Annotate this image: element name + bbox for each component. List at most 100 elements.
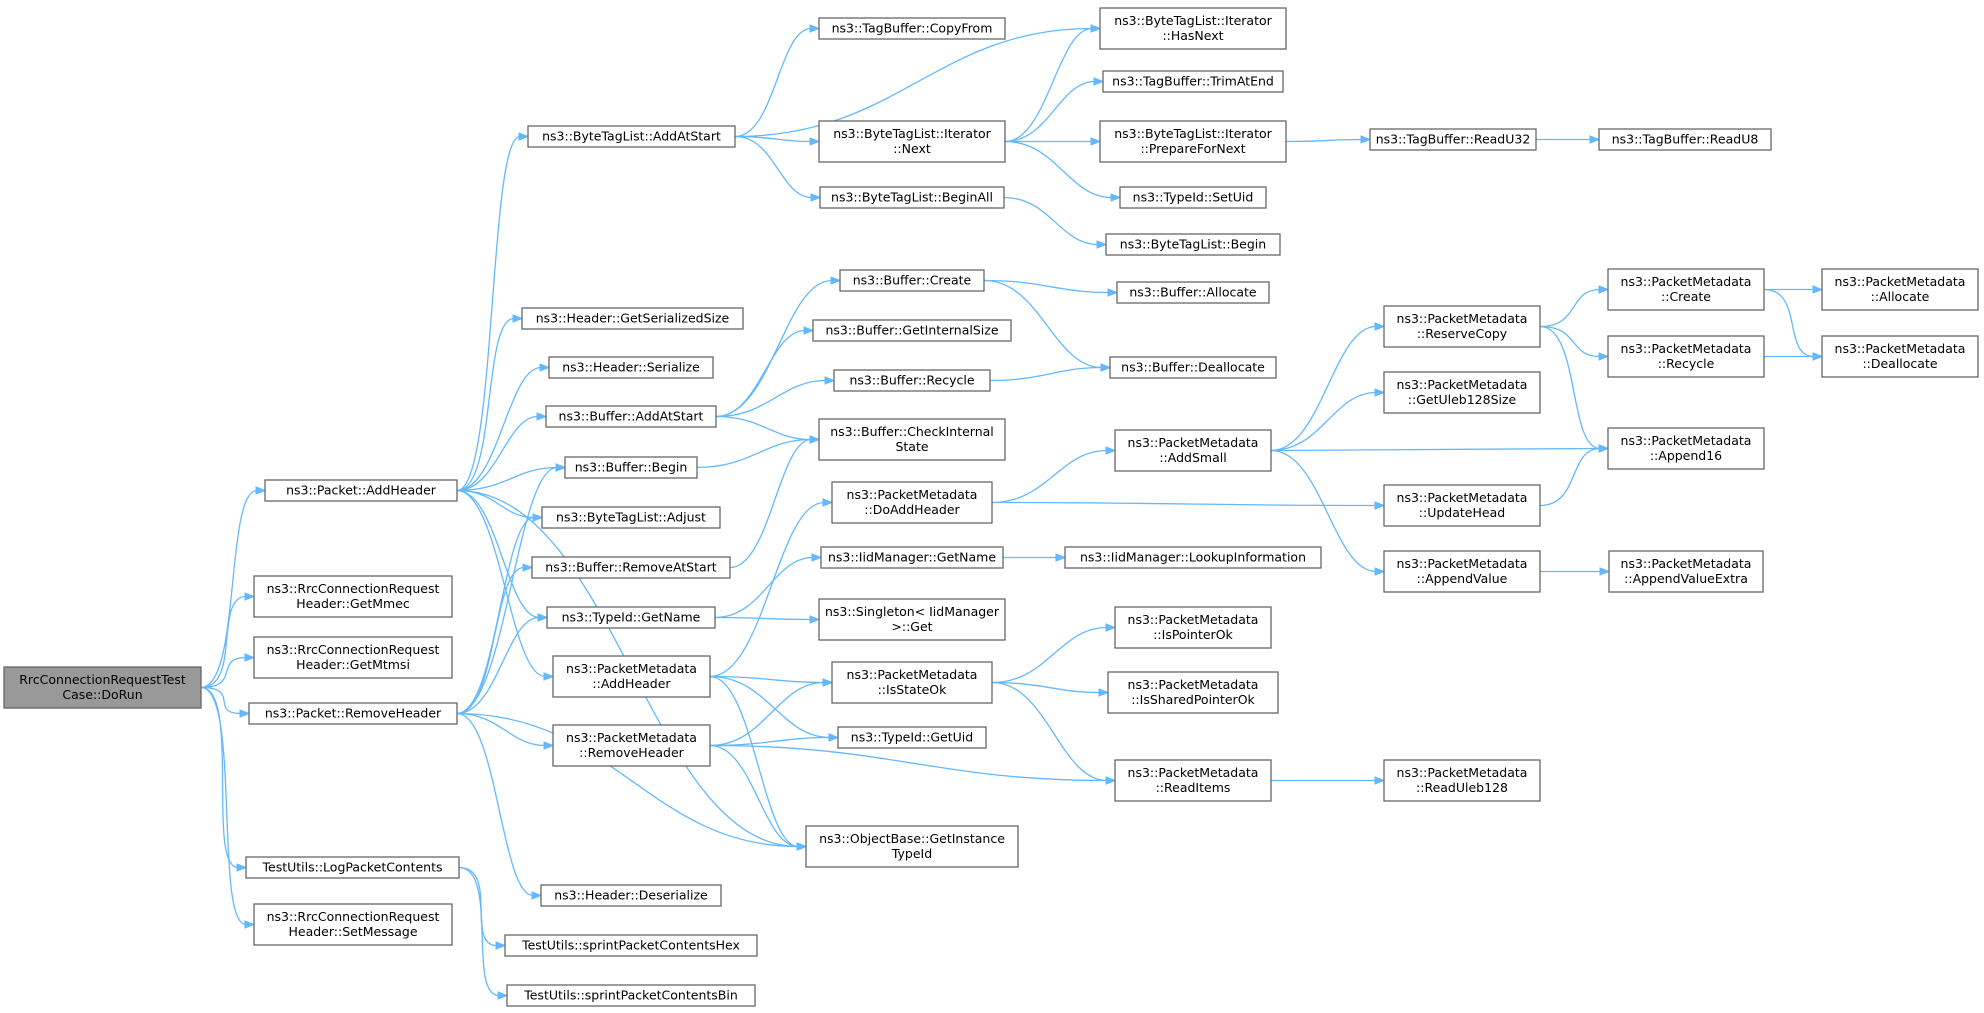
edge-arrowhead-n1-n9 <box>539 363 551 372</box>
function-node[interactable]: ns3::ByteTagList::Adjust <box>541 506 721 529</box>
function-node[interactable]: ns3::IidManager::GetName <box>820 546 1004 569</box>
function-node[interactable]: ns3::ByteTagList::AddAtStart <box>527 125 736 148</box>
function-node[interactable]: ns3::TagBuffer::TrimAtEnd <box>1102 70 1284 93</box>
edge-arrowhead-n10-n25 <box>824 376 836 385</box>
function-node[interactable]: ns3::Buffer::Deallocate <box>1109 356 1277 379</box>
node-label-line: ns3::PacketMetadata <box>1835 341 1966 356</box>
edge-arrowhead-n1-n7 <box>518 132 530 141</box>
node-box <box>818 418 1006 461</box>
edge-n40-n49 <box>1270 449 1377 573</box>
node-label-line: ns3::TagBuffer::CopyFrom <box>832 21 993 36</box>
function-node[interactable]: ns3::PacketMetadata::DoAddHeader <box>831 481 993 524</box>
node-box <box>1383 305 1541 348</box>
function-node[interactable]: ns3::TypeId::GetUid <box>837 726 987 749</box>
node-label-line: ns3::IidManager::GetName <box>828 550 996 565</box>
function-node[interactable]: ns3::IidManager::LookupInformation <box>1064 546 1322 569</box>
function-node[interactable]: ns3::RrcConnectionRequestHeader::GetMtms… <box>253 636 453 679</box>
function-node[interactable]: ns3::PacketMetadata::AppendValueExtra <box>1608 550 1764 593</box>
function-node[interactable]: ns3::ByteTagList::Iterator::HasNext <box>1099 7 1287 50</box>
function-node[interactable]: ns3::PacketMetadata::RemoveHeader <box>552 724 711 767</box>
function-node[interactable]: TestUtils::LogPacketContents <box>245 856 460 879</box>
node-box <box>521 307 744 330</box>
function-node[interactable]: ns3::ByteTagList::Iterator::Next <box>818 120 1006 163</box>
edge-n15-n31 <box>709 675 831 739</box>
edge-n0-n3 <box>200 656 247 689</box>
edge-arrowhead-n4-n12 <box>532 513 544 522</box>
function-node[interactable]: ns3::Packet::RemoveHeader <box>248 702 458 725</box>
function-node[interactable]: ns3::PacketMetadata::Append16 <box>1607 427 1765 470</box>
edge-arrowhead-n16-n31 <box>828 733 840 742</box>
function-node[interactable]: ns3::TypeId::GetName <box>546 606 716 629</box>
function-node[interactable]: ns3::Buffer::Begin <box>564 456 698 479</box>
function-node[interactable]: ns3::PacketMetadata::GetUleb128Size <box>1383 371 1541 414</box>
node-label-line: ::Recycle <box>1658 356 1715 371</box>
node-label-line: ns3::ObjectBase::GetInstance <box>819 831 1005 846</box>
function-node[interactable]: ns3::ByteTagList::BeginAll <box>819 186 1005 209</box>
function-node[interactable]: ns3::PacketMetadata::UpdateHead <box>1383 484 1541 527</box>
function-node[interactable]: ns3::PacketMetadata::IsSharedPointerOk <box>1107 671 1279 714</box>
edge-n15-n30 <box>709 675 825 684</box>
function-node[interactable]: ns3::PacketMetadata::ReadUleb128 <box>1383 759 1541 802</box>
function-node[interactable]: ns3::ByteTagList::Begin <box>1105 233 1281 256</box>
function-node[interactable]: ns3::Buffer::Create <box>839 269 985 292</box>
function-node[interactable]: ns3::Header::Deserialize <box>540 884 722 907</box>
function-node[interactable]: ns3::PacketMetadata::Deallocate <box>1821 335 1979 378</box>
edge-arrowhead-n0-n1 <box>255 486 267 495</box>
function-node[interactable]: ns3::ByteTagList::Iterator::PrepareForNe… <box>1099 120 1287 163</box>
function-node[interactable]: ns3::Header::Serialize <box>548 356 714 379</box>
node-box <box>3 666 202 709</box>
edge-n27-n48 <box>991 501 1377 507</box>
function-node[interactable]: ns3::PacketMetadata::Create <box>1607 268 1765 311</box>
function-node[interactable]: ns3::PacketMetadata::AddSmall <box>1114 429 1272 472</box>
node-box <box>548 356 714 379</box>
node-label-line: ::ReadItems <box>1156 780 1231 795</box>
function-node[interactable]: ns3::PacketMetadata::ReserveCopy <box>1383 305 1541 348</box>
node-box <box>1105 233 1281 256</box>
node-label-line: ns3::ByteTagList::Iterator <box>1114 126 1272 141</box>
edge-n10-n24 <box>715 329 806 418</box>
edge-arrowhead-n1-n15 <box>543 672 555 681</box>
node-label-line: ns3::Buffer::AddAtStart <box>559 409 704 424</box>
edge-arrowhead-n16-n32 <box>796 842 808 851</box>
node-box <box>1099 120 1287 163</box>
function-node[interactable]: ns3::Buffer::Allocate <box>1116 281 1270 304</box>
edge-arrowhead-n52-n56 <box>1812 285 1824 294</box>
node-label-line: ns3::ByteTagList::Begin <box>1120 237 1266 252</box>
function-node[interactable]: ns3::PacketMetadata::IsStateOk <box>831 661 993 704</box>
function-node[interactable]: ns3::Buffer::RemoveAtStart <box>531 556 731 579</box>
function-node[interactable]: ns3::Buffer::Recycle <box>833 369 991 392</box>
function-node[interactable]: ns3::Singleton< IidManager >::Get <box>818 598 1006 641</box>
function-node[interactable]: ns3::RrcConnectionRequestHeader::SetMess… <box>253 903 453 946</box>
function-node[interactable]: ns3::PacketMetadata::AppendValue <box>1383 550 1541 593</box>
function-node[interactable]: ns3::PacketMetadata::Allocate <box>1821 268 1979 311</box>
function-node[interactable]: ns3::PacketMetadata::Recycle <box>1607 335 1765 378</box>
function-node[interactable]: ns3::Buffer::AddAtStart <box>545 405 717 428</box>
node-box <box>831 661 993 704</box>
edge-arrowhead-n4-n13 <box>522 563 534 572</box>
edge-n1-n10 <box>456 415 539 492</box>
function-node[interactable]: ns3::PacketMetadata::ReadItems <box>1114 759 1272 802</box>
function-node[interactable]: ns3::Packet::AddHeader <box>264 479 458 502</box>
function-node[interactable]: ns3::Header::GetSerializedSize <box>521 307 744 330</box>
function-node[interactable]: ns3::TypeId::SetUid <box>1119 186 1267 209</box>
node-box <box>1114 429 1272 472</box>
function-node[interactable]: ns3::TagBuffer::ReadU32 <box>1369 128 1537 151</box>
function-node[interactable]: ns3::TagBuffer::ReadU8 <box>1598 128 1772 151</box>
function-node[interactable]: ns3::PacketMetadata::IsPointerOk <box>1114 606 1272 649</box>
function-node[interactable]: ns3::PacketMetadata::AddHeader <box>552 655 711 698</box>
function-node[interactable]: ns3::TagBuffer::CopyFrom <box>818 17 1006 40</box>
node-label-line: ns3::Header::Serialize <box>562 360 700 375</box>
edge-n1-n11 <box>456 466 558 492</box>
edge-arrowhead-n7-n20 <box>809 24 821 33</box>
edge-arrowhead-n1-n10 <box>536 412 548 421</box>
node-label-line: ns3::RrcConnectionRequest <box>267 642 440 657</box>
function-node[interactable]: TestUtils::sprintPacketContentsBin <box>506 984 756 1007</box>
function-node[interactable]: ns3::Buffer::GetInternalSize <box>812 319 1012 342</box>
function-node[interactable]: TestUtils::sprintPacketContentsHex <box>504 934 758 957</box>
edge-arrowhead-n21-n35 <box>1090 137 1102 146</box>
node-box <box>531 556 731 579</box>
